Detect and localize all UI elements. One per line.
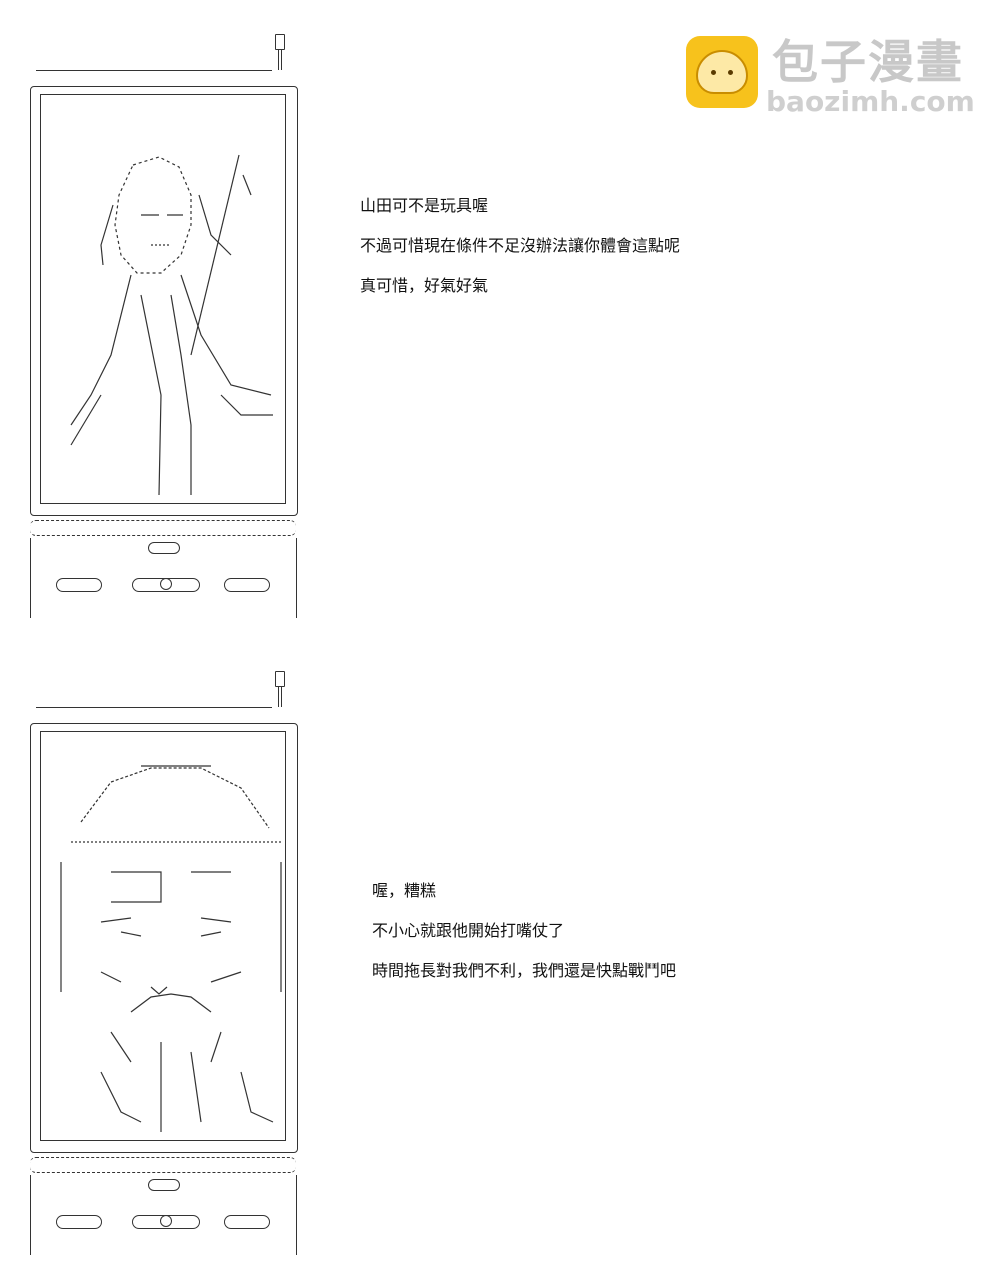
- dialogue-line: 不過可惜現在條件不足沒辦法讓你體會這點呢: [360, 236, 681, 255]
- phone-hinge: [30, 1157, 296, 1173]
- flip-phone-art: [28, 671, 300, 1257]
- bun-eye-right: [728, 70, 733, 75]
- dialogue-line: 山田可不是玩具喔: [360, 196, 489, 215]
- dialogue-line: 不小心就跟他開始打嘴仗了: [372, 921, 565, 940]
- phone-antenna: [275, 671, 285, 687]
- phone-antenna-stem: [278, 50, 282, 70]
- phone-upper-body: [30, 723, 298, 1153]
- dialogue-block-1: 山田可不是玩具喔 不過可惜現在條件不足沒辦法讓你體會這點呢 真可惜，好氣好氣: [360, 196, 680, 316]
- dialogue-line: 真可惜，好氣好氣: [360, 276, 489, 295]
- comic-panel-2: 喔，糟糕 不小心就跟他開始打嘴仗了 時間拖長對我們不利，我們還是快點戰鬥吧: [0, 637, 1000, 1273]
- phone-lower-left-edge: [30, 538, 31, 618]
- comic-panel-1: 山田可不是玩具喔 不過可惜現在條件不足沒辦法讓你體會這點呢 真可惜，好氣好氣: [0, 0, 1000, 636]
- character-figure-1: [41, 95, 285, 503]
- steamed-bun-icon: [686, 36, 758, 108]
- phone-left-key: [56, 1215, 102, 1229]
- phone-left-key: [56, 578, 102, 592]
- phone-right-key: [224, 1215, 270, 1229]
- phone-top-key: [148, 1179, 180, 1191]
- phone-top-key: [148, 542, 180, 554]
- dialogue-block-2: 喔，糟糕 不小心就跟他開始打嘴仗了 時間拖長對我們不利，我們還是快點戰鬥吧: [372, 881, 676, 1001]
- phone-lower-right-edge: [296, 538, 297, 618]
- watermark-title: 包子漫畫: [772, 35, 964, 89]
- phone-top-edge: [36, 707, 272, 708]
- bun-face: [696, 50, 748, 94]
- phone-lower-right-edge: [296, 1175, 297, 1255]
- phone-antenna: [275, 34, 285, 50]
- dialogue-line: 喔，糟糕: [372, 881, 437, 900]
- phone-center-key-dot: [160, 1215, 172, 1227]
- dialogue-line: 時間拖長對我們不利，我們還是快點戰鬥吧: [372, 961, 677, 980]
- phone-screen: [40, 94, 286, 504]
- bun-eye-left: [711, 70, 716, 75]
- watermark-url: baozimh.com: [766, 85, 975, 118]
- phone-screen: [40, 731, 286, 1141]
- character-figure-2: [41, 732, 285, 1140]
- phone-top-edge: [36, 70, 272, 71]
- phone-lower-left-edge: [30, 1175, 31, 1255]
- phone-upper-body: [30, 86, 298, 516]
- phone-right-key: [224, 578, 270, 592]
- phone-antenna-stem: [278, 687, 282, 707]
- phone-hinge: [30, 520, 296, 536]
- flip-phone-art: [28, 34, 300, 620]
- watermark: 包子漫畫 baozimh.com: [686, 35, 976, 118]
- phone-center-key-dot: [160, 578, 172, 590]
